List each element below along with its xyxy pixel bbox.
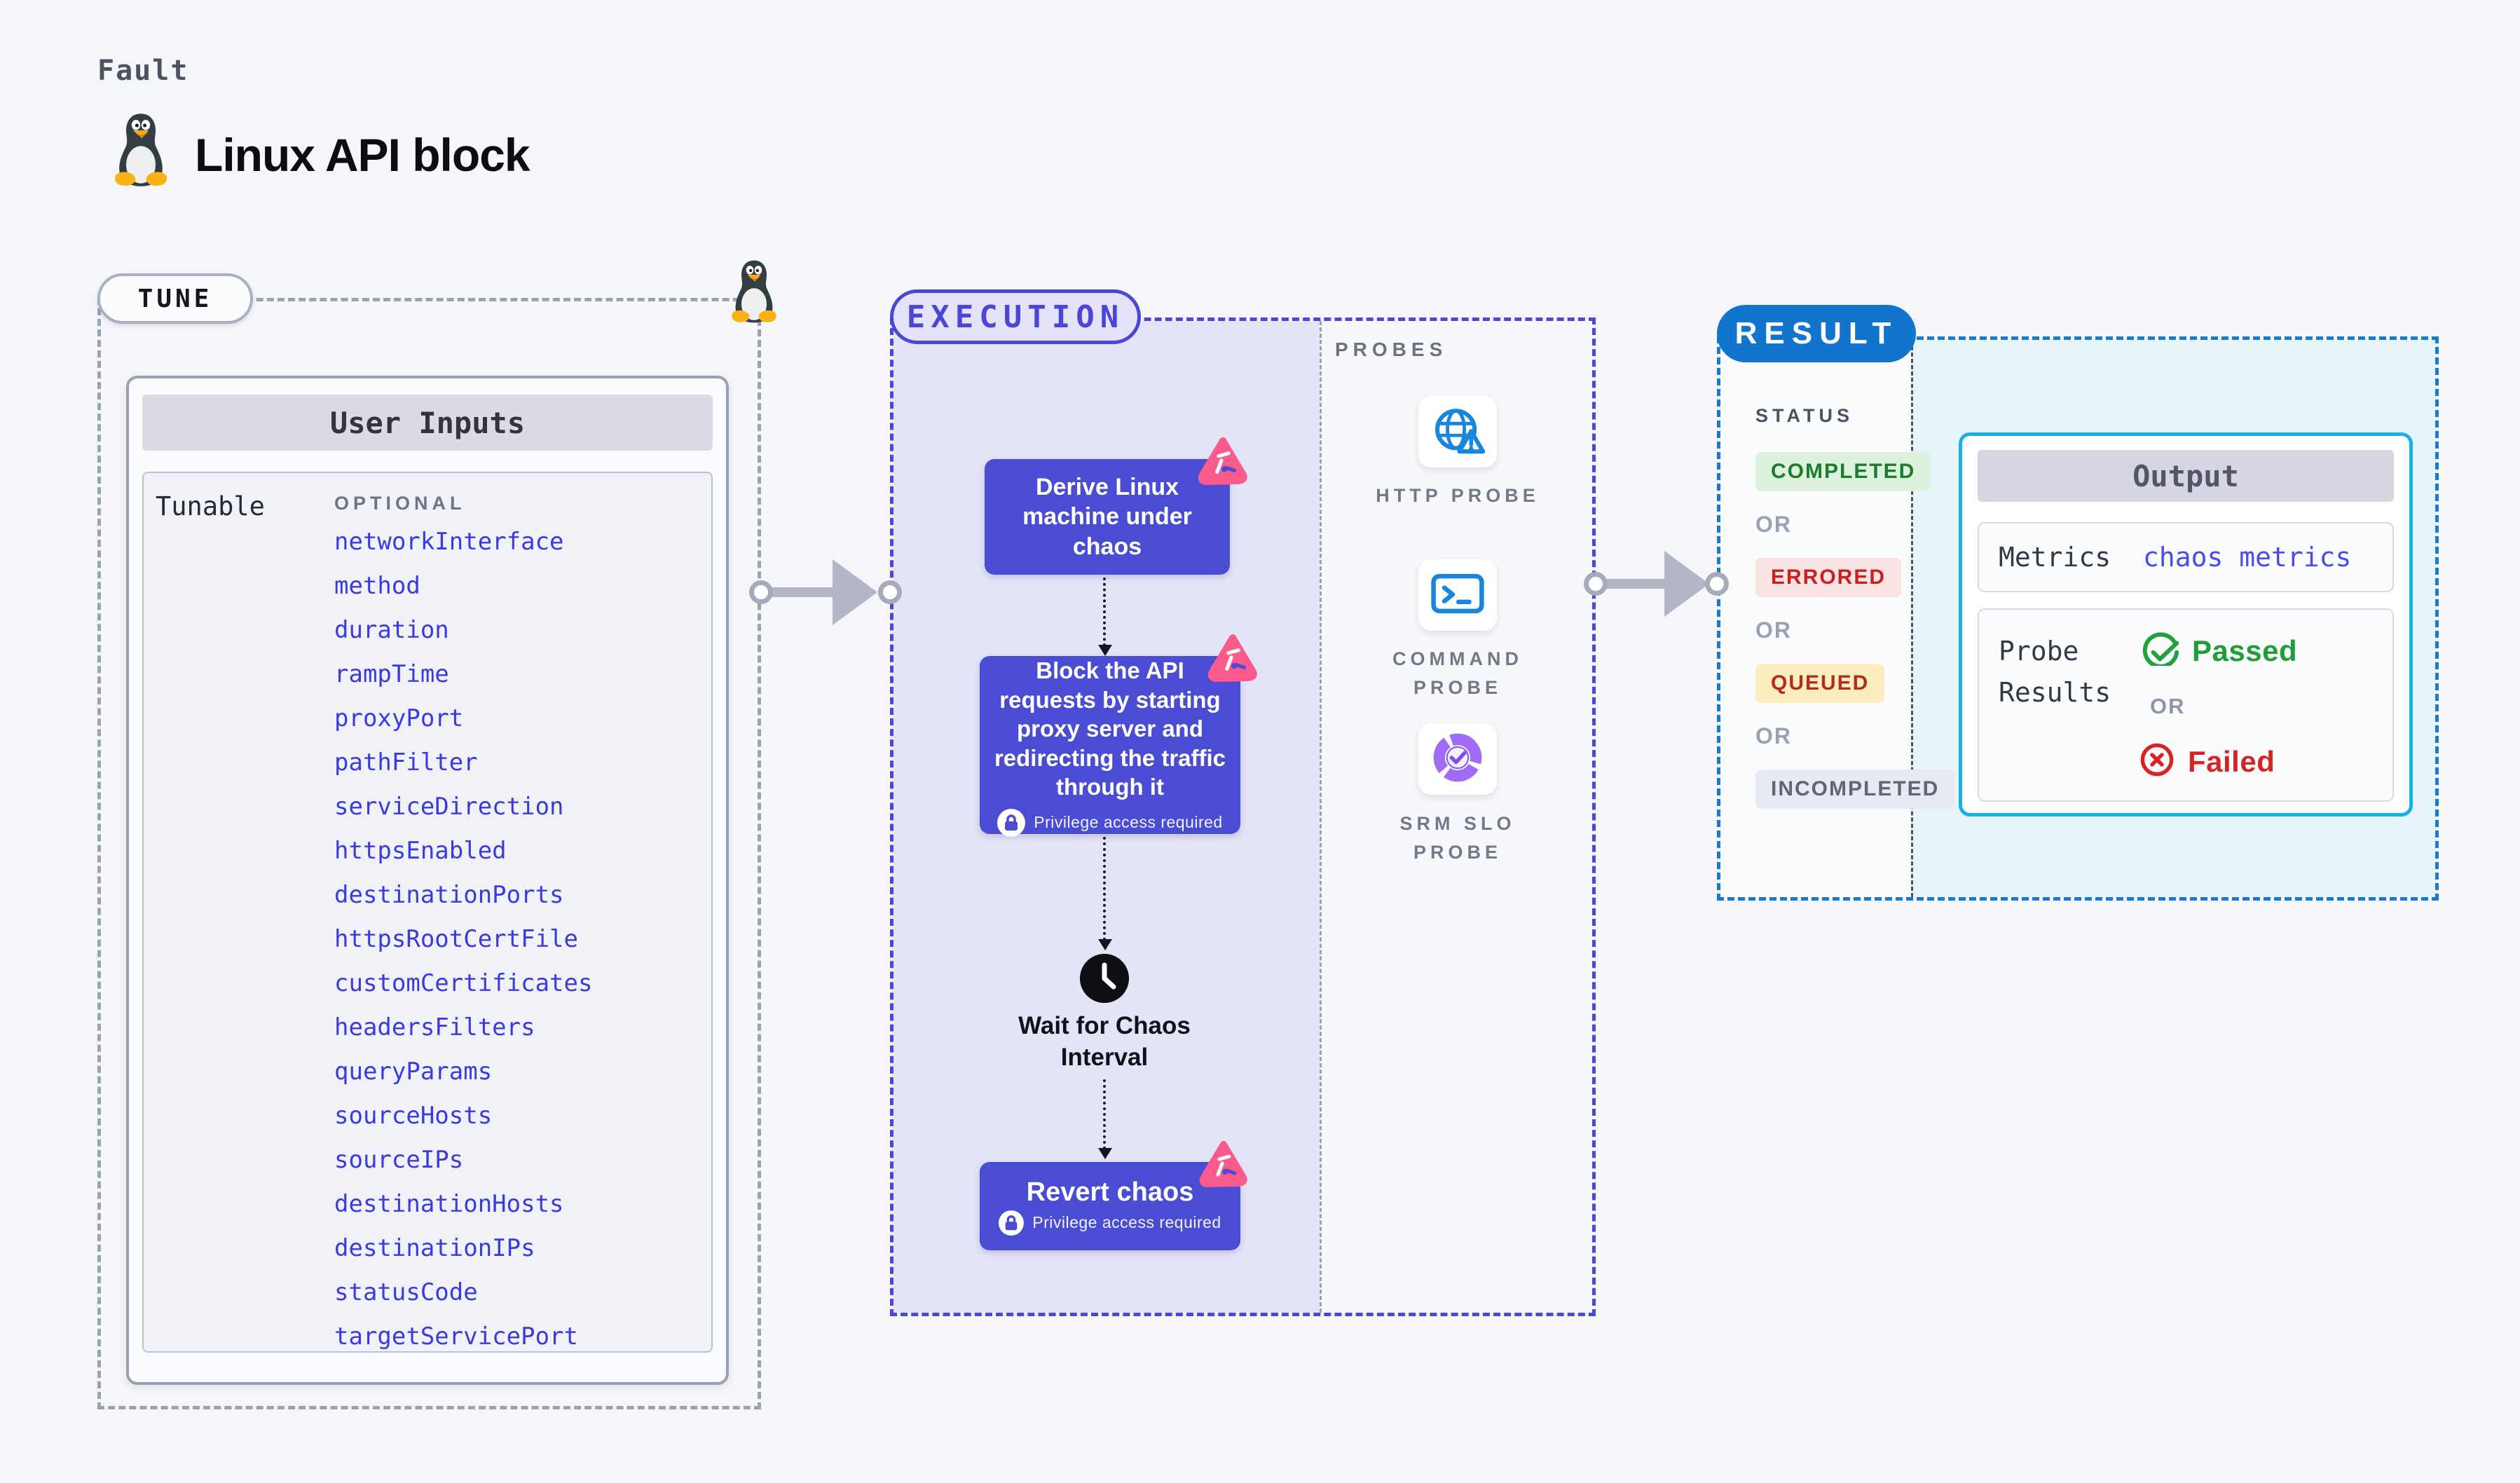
connector-dot: [878, 580, 902, 604]
command-probe-card: [1418, 559, 1497, 631]
step-derive-machine: Derive Linux machine under chaos: [985, 459, 1230, 575]
probe-label: SRM SLO PROBE: [1399, 813, 1516, 863]
srm-slo-probe-card: [1418, 723, 1497, 795]
param-item: destinationPorts: [334, 881, 564, 909]
param-item: networkInterface: [334, 528, 564, 556]
param-item: duration: [334, 616, 449, 644]
user-inputs-header: User Inputs: [142, 395, 713, 451]
privilege-row: Privilege access required: [997, 808, 1223, 837]
step-label: Revert chaos: [1026, 1177, 1194, 1207]
privilege-label: Privilege access required: [1032, 1213, 1221, 1231]
tunable-row-label: Tunable: [156, 491, 265, 521]
tune-region: [97, 298, 761, 1409]
or-label: OR: [1755, 723, 1792, 749]
param-item: httpsRootCertFile: [334, 925, 578, 953]
param-item: sourceHosts: [334, 1102, 493, 1130]
chaos-logo-icon: [1197, 436, 1247, 486]
param-item: method: [334, 572, 420, 600]
tux-penguin-icon: [104, 111, 178, 189]
optional-column-header: OPTIONAL: [334, 493, 466, 514]
connector-dot: [749, 580, 773, 604]
param-item: sourceIPs: [334, 1146, 464, 1174]
execution-to-result-arrow: [1598, 579, 1666, 589]
output-header: Output: [1978, 450, 2394, 502]
step-revert-chaos: Revert chaos Privilege access required: [980, 1162, 1240, 1250]
failed-label: Failed: [2188, 744, 2275, 778]
page-title: Linux API block: [195, 129, 530, 181]
param-item: statusCode: [334, 1278, 478, 1306]
probe-label: COMMAND PROBE: [1392, 648, 1523, 698]
check-circle-icon: [2139, 632, 2179, 669]
passed-label: Passed: [2192, 634, 2298, 667]
metrics-value: chaos metrics: [2143, 542, 2352, 573]
privilege-row: Privilege access required: [999, 1210, 1221, 1236]
execution-badge: EXECUTION: [890, 289, 1141, 344]
flow-connector: [1098, 578, 1112, 656]
param-item: proxyPort: [334, 704, 464, 732]
or-label: OR: [1755, 512, 1792, 537]
passed-row: Passed: [2139, 632, 2297, 669]
param-item: customCertificates: [334, 969, 593, 997]
param-item: pathFilter: [334, 749, 478, 777]
probes-title: PROBES: [1335, 339, 1448, 360]
slo-donut-check-icon: [1432, 732, 1483, 786]
or-label: OR: [1755, 617, 1792, 643]
tune-badge: TUNE: [97, 273, 253, 324]
metrics-row: [1978, 522, 2394, 592]
arrowhead: [833, 559, 877, 625]
tux-penguin-icon-small: [727, 258, 781, 325]
globe-alert-icon: [1430, 406, 1485, 458]
param-item: httpsEnabled: [334, 837, 507, 865]
probes-area: [1320, 321, 1592, 1313]
metrics-label: Metrics: [1999, 542, 2111, 573]
connector-dot: [1705, 572, 1729, 596]
result-badge: RESULT: [1717, 305, 1916, 362]
probe-results-row: [1978, 608, 2394, 802]
flow-connector: [1098, 837, 1112, 950]
lock-icon: [997, 808, 1026, 837]
arrowhead: [1664, 551, 1709, 617]
step-label: Block the API requests by starting proxy…: [994, 657, 1226, 800]
probe-results-label: Probe Results: [1999, 636, 2111, 708]
status-badge-completed: COMPLETED: [1755, 452, 1931, 491]
step-wait-interval: Wait for Chaos Interval: [1018, 1012, 1191, 1071]
terminal-icon: [1431, 571, 1484, 620]
probe-label: HTTP PROBE: [1376, 485, 1540, 506]
status-title: STATUS: [1755, 405, 1854, 426]
chaos-logo-icon: [1198, 1140, 1249, 1190]
tunable-param-list: networkInterface method duration rampTim…: [334, 520, 713, 1359]
param-item: destinationHosts: [334, 1190, 564, 1218]
param-item: destinationIPs: [334, 1234, 535, 1262]
http-probe-card: [1418, 396, 1497, 467]
status-badge-queued: QUEUED: [1755, 664, 1885, 703]
step-label: Derive Linux machine under chaos: [1022, 473, 1192, 560]
param-item: targetServicePort: [334, 1323, 578, 1351]
param-item: serviceDirection: [334, 793, 564, 821]
chaos-logo-icon: [1207, 633, 1257, 683]
privilege-label: Privilege access required: [1034, 813, 1223, 832]
status-list: COMPLETED OR ERRORED OR QUEUED OR INCOMP…: [1755, 452, 1955, 829]
param-item: rampTime: [334, 660, 449, 688]
x-circle-icon: [2139, 742, 2175, 781]
flow-connector: [1098, 1079, 1112, 1159]
connector-dot: [1584, 572, 1608, 596]
step-block-api: Block the API requests by starting proxy…: [980, 656, 1240, 837]
tune-to-execution-arrow: [764, 587, 834, 597]
fault-kicker: Fault: [97, 55, 189, 87]
or-label: OR: [2150, 694, 2186, 718]
param-item: queryParams: [334, 1058, 493, 1086]
failed-row: Failed: [2139, 742, 2275, 781]
lock-icon: [999, 1210, 1025, 1236]
status-badge-incompleted: INCOMPLETED: [1755, 770, 1955, 809]
user-inputs-table: [142, 472, 713, 1353]
clock-icon: [1080, 954, 1129, 1003]
param-item: headersFilters: [334, 1013, 535, 1041]
status-badge-errored: ERRORED: [1755, 558, 1902, 597]
